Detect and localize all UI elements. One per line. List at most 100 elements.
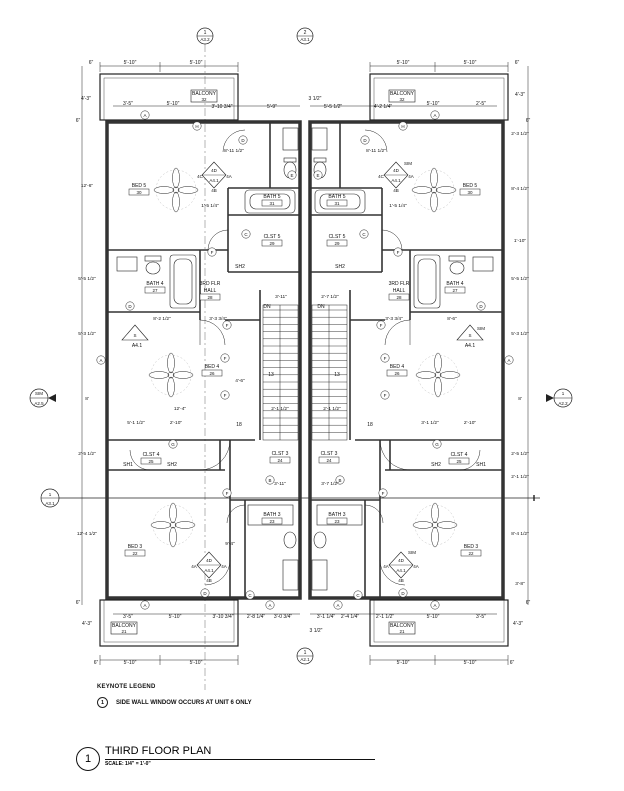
svg-text:S: S xyxy=(468,333,471,338)
key-tag-icon: D xyxy=(398,588,408,598)
dim-label: 3'-5" xyxy=(123,614,133,620)
grid-bubble-left[interactable]: SIM A2.5 xyxy=(29,388,56,408)
dim-label: 8'-4 1/2" xyxy=(511,186,529,192)
svg-text:4D: 4D xyxy=(398,558,405,563)
svg-text:F: F xyxy=(226,323,229,328)
section-bubble-left[interactable]: 1 A3.1 xyxy=(40,488,540,508)
key-tag-icon: F xyxy=(222,320,232,330)
svg-text:SIM: SIM xyxy=(408,550,416,555)
dim-label: 6" xyxy=(510,660,515,666)
stair-right xyxy=(311,304,348,441)
svg-text:24: 24 xyxy=(326,458,332,463)
svg-text:4A: 4A xyxy=(226,174,232,179)
stair-count: 18 xyxy=(236,422,242,428)
svg-text:4C: 4C xyxy=(197,174,204,179)
bubble-num: 1 xyxy=(204,30,207,36)
svg-text:A: A xyxy=(433,113,436,118)
svg-text:E: E xyxy=(316,173,319,178)
svg-text:4A: 4A xyxy=(408,174,414,179)
room-tag-bath5-l: BATH 531 xyxy=(261,194,283,207)
svg-text:F: F xyxy=(384,393,387,398)
grid-bubble-top-left[interactable]: 1 A3.2 xyxy=(196,27,214,690)
key-tag-icon: A xyxy=(96,355,106,365)
svg-text:A: A xyxy=(433,603,436,608)
stair-count: 18 xyxy=(367,422,373,428)
window-tag-bed3-right[interactable]: 4D A4.1 4A 4A 4B SIM xyxy=(383,550,419,583)
dim-label: 3'-11" xyxy=(275,294,287,300)
svg-text:A: A xyxy=(336,603,339,608)
key-tag-icon: F xyxy=(376,320,386,330)
grid-bubble-right[interactable]: 1 A2.2 xyxy=(546,388,573,408)
window-tag-bed5-left[interactable]: 4D A4.1 4C 4A 4B xyxy=(197,161,232,193)
grid-bubble-bottom[interactable]: 1 A2.1 xyxy=(296,647,314,665)
svg-text:A: A xyxy=(268,603,271,608)
svg-text:21: 21 xyxy=(121,629,127,634)
svg-text:23: 23 xyxy=(334,519,340,524)
svg-text:27: 27 xyxy=(452,288,458,293)
key-tag-icon: A xyxy=(504,355,514,365)
dim-label: 2'-4 1/4" xyxy=(341,614,360,620)
dim-label: 3'-11" xyxy=(274,481,286,487)
window-tag-bed4-left[interactable]: S A4.1 xyxy=(121,324,149,349)
dim-label: 2'-10" xyxy=(170,420,183,426)
room-tag-bed4-l: BED 426 xyxy=(201,364,223,377)
bath3-left-fixtures xyxy=(247,504,299,591)
interior-walls-right xyxy=(310,122,503,598)
svg-text:BATH 5: BATH 5 xyxy=(328,194,345,200)
svg-text:D: D xyxy=(479,304,483,309)
dim-label: 12'-4 1/2" xyxy=(77,531,98,537)
svg-text:A: A xyxy=(507,358,510,363)
dim-label: 3'-0 3/4" xyxy=(274,614,293,620)
keynote-legend-title: KEYNOTE LEGEND xyxy=(97,684,156,690)
dim-label: 12'-4" xyxy=(174,406,187,412)
svg-text:4B: 4B xyxy=(393,188,399,193)
dim-label: 6" xyxy=(94,660,99,666)
svg-text:A4.1: A4.1 xyxy=(391,178,401,183)
window-tag-bed3-left[interactable]: 4D A4.1 4A 4A 4B xyxy=(191,551,227,583)
drawing-number: 1 xyxy=(76,747,100,771)
bubble-sheet: A2.5 xyxy=(34,401,44,406)
key-tag-icon: F xyxy=(393,247,403,257)
svg-text:F: F xyxy=(226,491,229,496)
ceiling-fan-icon xyxy=(415,352,461,398)
svg-text:BALCONY: BALCONY xyxy=(192,91,217,97)
ceiling-fan-icon xyxy=(150,502,196,548)
dim-label: 6" xyxy=(89,60,94,66)
title-underline xyxy=(105,759,375,760)
svg-text:4B: 4B xyxy=(211,188,217,193)
dim-label: 2'-5" xyxy=(476,101,486,107)
grid-bubble-top-right[interactable]: 2 A3.1 xyxy=(296,27,314,45)
dim-label: 5'-10" xyxy=(397,60,410,66)
room-tag-bath4-r: BATH 427 xyxy=(444,281,466,294)
window-tag-bed4-right[interactable]: S A4.1 SIM xyxy=(456,324,485,349)
window-tag-bed5-right[interactable]: 4D A4.1 4C 4A 4B SIM xyxy=(378,161,414,193)
dim-label: 5'-10" xyxy=(397,660,410,666)
svg-text:4A: 4A xyxy=(413,564,419,569)
svg-text:24: 24 xyxy=(277,458,283,463)
svg-text:4B: 4B xyxy=(398,578,404,583)
key-tag-icon: F xyxy=(380,390,390,400)
room-tag-bath3-l: BATH 323 xyxy=(261,512,283,525)
shelf-label: SH1 xyxy=(476,462,486,468)
dim-label: 8'-11 1/2" xyxy=(366,148,386,154)
bottom-dimensions xyxy=(99,613,509,665)
svg-text:4A: 4A xyxy=(191,564,197,569)
drawing-title: THIRD FLOOR PLAN xyxy=(105,745,212,757)
svg-text:D: D xyxy=(401,591,405,596)
svg-text:A4.1: A4.1 xyxy=(204,568,214,573)
dim-label: 5'-10" xyxy=(169,614,182,620)
dim-label: 9'-4" xyxy=(225,541,235,547)
keynote-number: 1 xyxy=(97,697,108,708)
svg-text:32: 32 xyxy=(201,97,207,102)
room-tag-clst4-r: CLST 425 xyxy=(448,452,470,465)
dim-label: 8'-2 1/2" xyxy=(153,316,171,322)
dim-label: 5'-10" xyxy=(464,60,477,66)
dim-label: 5'-10" xyxy=(427,101,440,107)
dim-label: 6" xyxy=(76,600,81,606)
svg-text:D: D xyxy=(363,138,367,143)
svg-text:BED 3: BED 3 xyxy=(464,544,479,550)
svg-text:D: D xyxy=(241,138,245,143)
svg-text:G: G xyxy=(435,442,439,447)
